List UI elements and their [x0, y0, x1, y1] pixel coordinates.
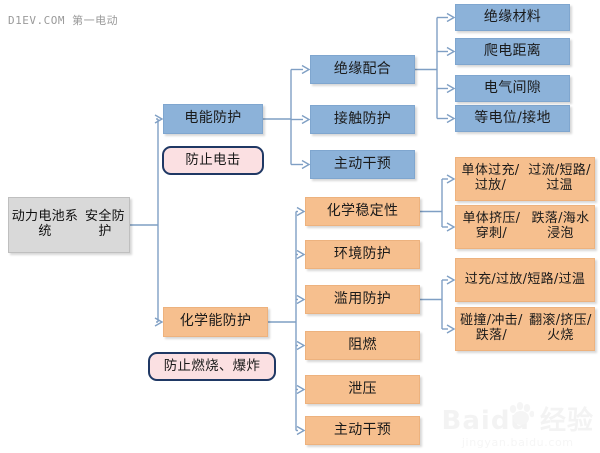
watermark-top-left: D1EV.COM 第一电动: [8, 14, 119, 27]
branch-electrical-node[interactable]: 电能防护: [163, 104, 263, 134]
watermark-baidu: Baidu 经验 jingyan.baidu.com: [442, 402, 594, 449]
branch-electrical-child-0[interactable]: 绝缘配合: [310, 55, 415, 84]
branch-electrical-child-0-leaf-3[interactable]: 绝缘材料: [455, 4, 570, 31]
branch-electrical-child-2[interactable]: 主动干预: [310, 150, 415, 179]
branch-chemical-child-1[interactable]: 环境防护: [305, 240, 420, 269]
branch-electrical-child-0-leaf-1[interactable]: 电气间隙: [455, 75, 570, 102]
branch-electrical-child-0-leaf-0[interactable]: 等电位/接地: [455, 105, 570, 132]
branch-electrical-child-0-leaf-2[interactable]: 爬电距离: [455, 38, 570, 65]
branch-chemical-child-3[interactable]: 阻燃: [305, 331, 420, 360]
branch-chemical-child-2-leaf-0[interactable]: 过充/过放/短路/过温: [455, 258, 595, 302]
branch-chemical-child-0-leaf-0[interactable]: 单体过充/过放/过流/短路/过温: [455, 157, 595, 201]
branch-chemical-child-0-leaf-1[interactable]: 单体挤压/穿刺/跌落/海水浸泡: [455, 205, 595, 249]
branch-chemical-child-2-leaf-1[interactable]: 碰撞/冲击/跌落/翻滚/挤压/火烧: [455, 307, 595, 351]
branch-chemical-child-0[interactable]: 化学稳定性: [305, 197, 420, 226]
branch-chemical-child-4[interactable]: 泄压: [305, 375, 420, 404]
branch-chemical-goal-pill: 防止燃烧、爆炸: [148, 352, 276, 381]
paw-icon: [509, 402, 534, 425]
branch-electrical-goal-pill: 防止电击: [162, 146, 264, 175]
branch-electrical-child-1[interactable]: 接触防护: [310, 105, 415, 134]
branch-chemical-node[interactable]: 化学能防护: [163, 307, 268, 337]
watermark-baidu-url: jingyan.baidu.com: [461, 436, 574, 449]
branch-chemical-child-2[interactable]: 滥用防护: [305, 285, 420, 314]
root-node: 动力电池系统安全防护: [8, 197, 130, 253]
branch-chemical-child-5[interactable]: 主动干预: [305, 416, 420, 445]
